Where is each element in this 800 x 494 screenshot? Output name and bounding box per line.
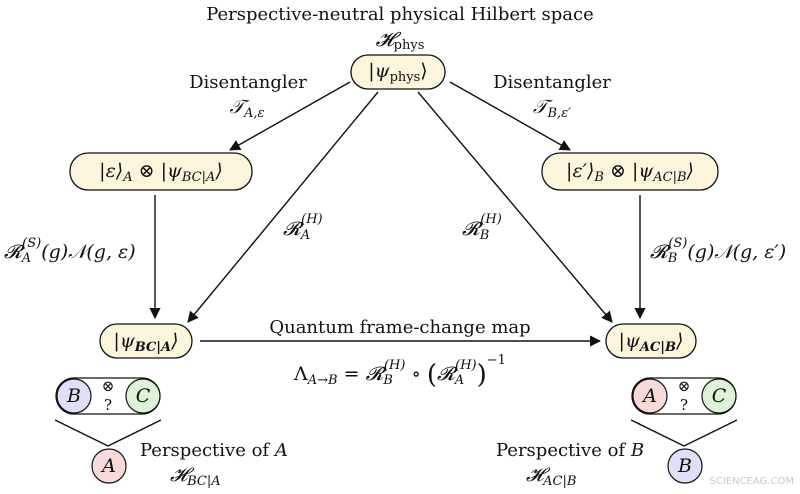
right-disentangler-op: 𝒯B,ε′ [533, 96, 571, 121]
right-diag-label: 𝓡B(H) [462, 212, 502, 243]
left-vertical-label: 𝓡A(S)(g)𝒩(g, ε) [4, 236, 136, 266]
svg-text:B: B [66, 385, 81, 407]
right-pair-circle-a [632, 378, 668, 414]
arrow-diag-right [417, 91, 613, 323]
svg-text:⊗: ⊗ [102, 377, 115, 395]
svg-text:A: A [100, 455, 116, 477]
arrow-diag-left [187, 91, 379, 323]
node-left-mid: |ε⟩A ⊗ |ψBC|A⟩ [69, 152, 253, 191]
left-pair-circle-c [125, 378, 161, 414]
right-pair-circle-c [701, 378, 737, 414]
svg-text:C: C [712, 385, 727, 407]
svg-text:B: B [677, 455, 692, 477]
arrow-disentangler-right [449, 81, 571, 151]
svg-text:?: ? [680, 396, 688, 414]
node-left-bottom: |ψBC|A⟩ [99, 323, 193, 359]
left-diag-label: 𝓡A(H) [283, 212, 323, 243]
left-perspective: B C ⊗ ? A [54, 377, 162, 484]
left-pair-circle-b [56, 378, 92, 414]
right-perspective-title: Perspective of B [496, 440, 644, 461]
node-right-mid: |ε′⟩B ⊗ |ψAC|B⟩ [541, 152, 719, 191]
right-disentangler-title: Disentangler [493, 72, 611, 93]
node-psi-phys: |ψphys⟩ [350, 54, 446, 90]
frame-change-formula: ΛA→B = 𝓡B(H) ∘ (𝓡A(H))−1 [293, 353, 506, 390]
svg-text:?: ? [104, 396, 112, 414]
left-disentangler-op: 𝒯A,ε [229, 96, 264, 121]
arrow-disentangler-left [229, 81, 351, 151]
diagram-title: Perspective-neutral physical Hilbert spa… [206, 4, 594, 25]
right-observer-circle [667, 448, 703, 484]
node-right-bottom: |ψAC|B⟩ [605, 323, 697, 359]
watermark: SCIENCEAG.COM [710, 476, 794, 487]
frame-change-title: Quantum frame-change map [269, 317, 530, 338]
right-perspective-space: 𝓗AC|B [526, 464, 576, 489]
left-observer-circle [91, 448, 127, 484]
right-vertical-label: 𝓡B(S)(g)𝒩(g, ε′) [650, 236, 786, 266]
left-disentangler-title: Disentangler [189, 72, 307, 93]
svg-text:C: C [136, 385, 151, 407]
left-perspective-space: 𝓗BC|A [170, 464, 221, 489]
left-perspective-title: Perspective of A [140, 440, 288, 461]
svg-text:⊗: ⊗ [678, 377, 691, 395]
phys-space-label: 𝓗phys [376, 27, 425, 53]
svg-text:A: A [641, 385, 657, 407]
right-perspective: A C ⊗ ? B [630, 377, 738, 484]
